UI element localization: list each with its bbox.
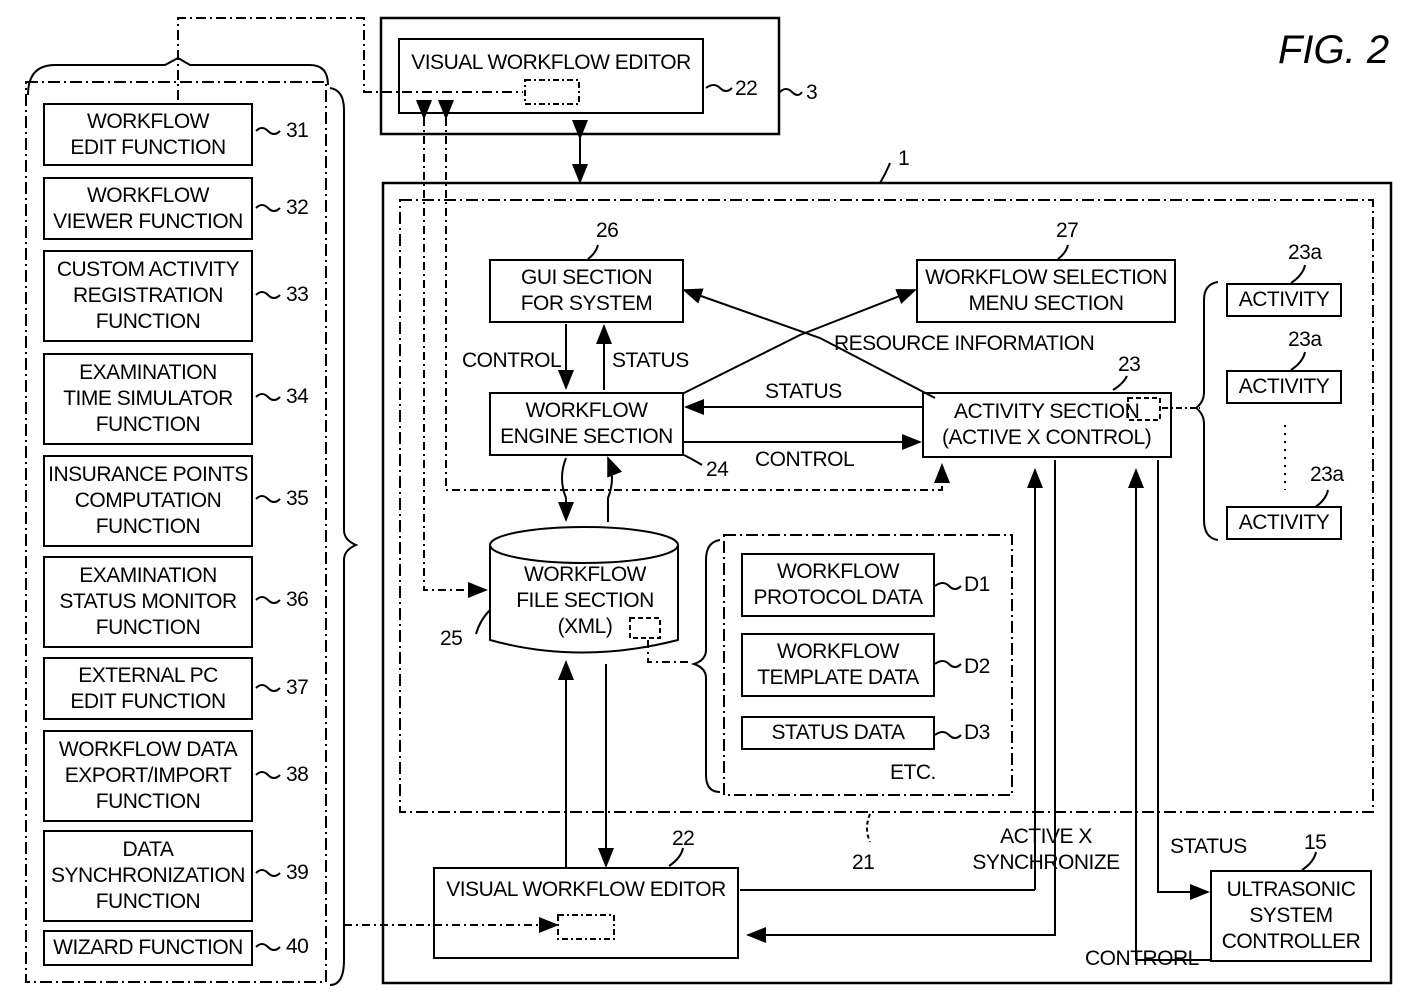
ref-26: 26 [596, 218, 618, 244]
workflow-selection-menu-box: WORKFLOW SELECTION MENU SECTION [916, 259, 1176, 323]
workflow-viewer-function-box: WORKFLOW VIEWER FUNCTION [43, 177, 253, 240]
control-label-ultrasonic: CONTRORL [1085, 946, 1199, 972]
workflow-engine-box: WORKFLOW ENGINE SECTION [489, 392, 684, 456]
workflow-protocol-data-box: WORKFLOW PROTOCOL DATA [741, 553, 935, 617]
workflow-data-export-import-box: WORKFLOW DATA EXPORT/IMPORT FUNCTION [43, 730, 253, 822]
wizard-function-box: WIZARD FUNCTION [43, 930, 253, 966]
ultrasonic-system-controller-box: ULTRASONIC SYSTEM CONTROLLER [1210, 870, 1372, 962]
workflow-template-data-box: WORKFLOW TEMPLATE DATA [741, 633, 935, 697]
ref-22-bottom: 22 [672, 826, 694, 852]
ref-31: 31 [286, 118, 308, 144]
ref-34: 34 [286, 384, 308, 410]
top-visual-workflow-editor: VISUAL WORKFLOW EDITOR [398, 38, 704, 114]
ref-d2: D2 [964, 654, 990, 680]
ref-22-top: 22 [735, 76, 757, 102]
ref-d3: D3 [964, 720, 990, 746]
activex-synchronize-label: ACTIVE X SYNCHRONIZE [966, 824, 1126, 876]
examination-time-simulator-box: EXAMINATION TIME SIMULATOR FUNCTION [43, 353, 253, 445]
gui-section-box: GUI SECTION FOR SYSTEM [489, 259, 684, 323]
ref-39: 39 [286, 860, 308, 886]
ref-38: 38 [286, 762, 308, 788]
ref-33: 33 [286, 282, 308, 308]
external-pc-edit-box: EXTERNAL PC EDIT FUNCTION [43, 657, 253, 720]
ref-23a-2: 23a [1288, 327, 1322, 353]
ref-23: 23 [1118, 352, 1140, 378]
custom-activity-registration-box: CUSTOM ACTIVITY REGISTRATION FUNCTION [43, 250, 253, 342]
ref-24: 24 [706, 457, 728, 483]
ref-27: 27 [1056, 218, 1078, 244]
activity-box-1: ACTIVITY [1226, 283, 1342, 317]
ref-32: 32 [286, 195, 308, 221]
examination-status-monitor-box: EXAMINATION STATUS MONITOR FUNCTION [43, 556, 253, 648]
etc-label: ETC. [890, 760, 936, 786]
workflow-file-section-label: WORKFLOW FILE SECTION (XML) [500, 562, 670, 640]
ref-3: 3 [806, 80, 817, 106]
resource-information-label: RESOURCE INFORMATION [834, 331, 1094, 357]
ref-25: 25 [440, 626, 462, 652]
ref-d1: D1 [964, 572, 990, 598]
data-synchronization-box: DATA SYNCHRONIZATION FUNCTION [43, 830, 253, 922]
ref-21: 21 [852, 850, 874, 876]
ref-15: 15 [1304, 830, 1326, 856]
ref-36: 36 [286, 587, 308, 613]
ref-1: 1 [898, 146, 909, 172]
ref-35: 35 [286, 486, 308, 512]
activity-section-box: ACTIVITY SECTION (ACTIVE X CONTROL) [922, 392, 1172, 458]
status-data-box: STATUS DATA [741, 716, 935, 750]
insurance-points-computation-box: INSURANCE POINTS COMPUTATION FUNCTION [43, 455, 253, 547]
control-label-gui: CONTROL [462, 348, 561, 374]
ref-40: 40 [286, 934, 308, 960]
ref-23a-3: 23a [1310, 462, 1344, 488]
figure-label: FIG. 2 [1278, 28, 1389, 73]
bottom-visual-workflow-editor: VISUAL WORKFLOW EDITOR [433, 867, 739, 959]
workflow-edit-function-box: WORKFLOW EDIT FUNCTION [43, 103, 253, 166]
activity-box-2: ACTIVITY [1226, 370, 1342, 404]
status-label-gui: STATUS [612, 348, 689, 374]
status-label-engine: STATUS [765, 379, 842, 405]
activity-box-3: ACTIVITY [1226, 506, 1342, 540]
ref-37: 37 [286, 675, 308, 701]
ref-23a-1: 23a [1288, 240, 1322, 266]
status-label-ultrasonic: STATUS [1170, 834, 1247, 860]
control-label-engine: CONTROL [755, 447, 854, 473]
